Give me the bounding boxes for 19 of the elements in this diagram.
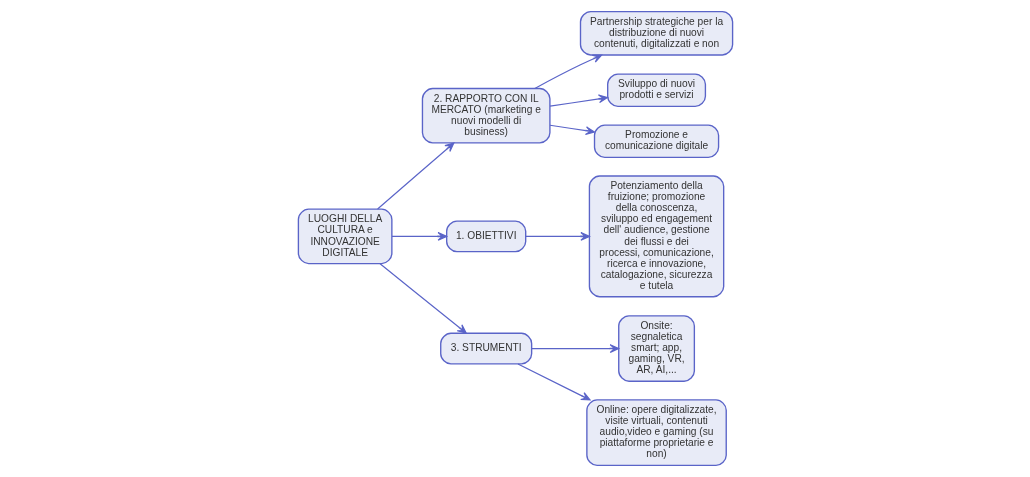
node-box: 1. OBIETTIVI	[445, 220, 526, 253]
arrow	[530, 344, 619, 353]
node-box: 3. STRUMENTI	[439, 332, 532, 365]
node-box: LUOGHI DELLA CULTURA e INNOVAZIONE DIGITALE	[297, 208, 393, 265]
node-box: Potenziamento della fruizione; promozione della conoscenza, sviluppo ed engagement dell' audience, gestione dei flussi e dei processi, comunicazione, ricerca e innovazione, catalogazione, sicurezza e tutela	[588, 175, 724, 298]
arrow	[376, 142, 454, 210]
arrow	[378, 263, 467, 334]
arrow	[516, 363, 591, 401]
arrow	[533, 54, 602, 89]
arrow	[549, 124, 595, 136]
node-box: Onsite: segnaletica smart; app, gaming, VR, AR, AI,...	[617, 315, 695, 382]
arrow	[549, 94, 608, 107]
node-box: Online: opere digitalizzate, visite virtuali, contenuti audio,video e gaming (su piattaforme proprietarie e non)	[585, 399, 727, 467]
arrow	[390, 231, 447, 241]
node-box: Promozione e comunicazione digitale	[593, 124, 719, 159]
node-box: 2. RAPPORTO CON IL MERCATO (marketing e nuovi modelli di business)	[421, 87, 551, 144]
node-box: Sviluppo di nuovi prodotti e servizi	[606, 73, 706, 108]
arrow	[524, 231, 590, 241]
node-box: Partnership strategiche per la distribuzione di nuovi contenuti, digitalizzati e non	[579, 10, 733, 56]
